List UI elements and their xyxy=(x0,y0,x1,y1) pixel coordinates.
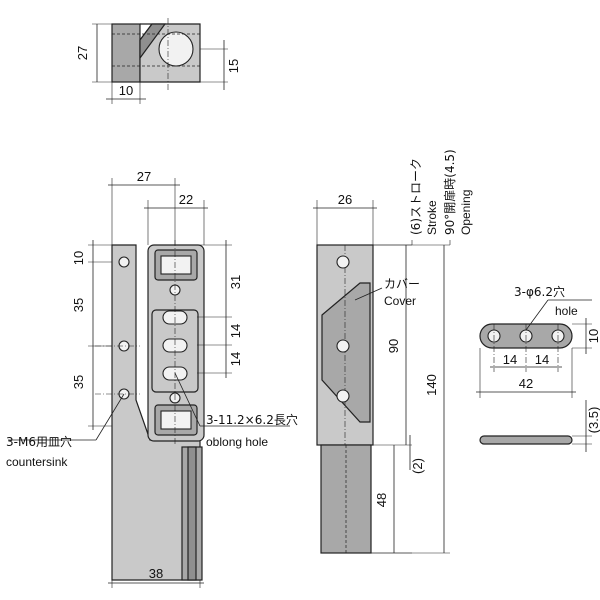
opening-label-jp: 90°開扉時(4.5) xyxy=(443,149,457,235)
hole-label-en: hole xyxy=(555,304,578,318)
dim-top-offset: 10 xyxy=(119,83,133,98)
dim-front-pitch2: 35 xyxy=(71,375,86,389)
dim-front-14b: 14 xyxy=(228,352,243,366)
thin-plate: (3.5) xyxy=(479,400,600,452)
dim-front-inner: 22 xyxy=(179,192,193,207)
dim-side-width: 26 xyxy=(338,192,352,207)
dim-hole-10: 10 xyxy=(586,329,600,343)
dim-front-bottom-width: 38 xyxy=(149,566,163,581)
countersink-label-en: countersink xyxy=(6,455,68,469)
side-view: 26 90 48 (2) 140 カバー Cover xyxy=(313,192,451,554)
dim-hole-42: 42 xyxy=(519,376,533,391)
dim-side-2: (2) xyxy=(410,458,425,474)
dim-side-140: 140 xyxy=(424,374,439,396)
countersink-label-jp: 3-M6用皿穴 xyxy=(6,434,72,449)
dim-hole-14a: 14 xyxy=(503,352,517,367)
oblong-label-jp: 3-11.2×6.2長穴 xyxy=(206,412,298,427)
dim-side-90: 90 xyxy=(386,339,401,353)
dim-side-48: 48 xyxy=(374,493,389,507)
cover-label-en: Cover xyxy=(384,294,416,308)
stroke-label-jp: (6)ストローク xyxy=(409,158,423,235)
dim-front-pitch1: 35 xyxy=(71,298,86,312)
dim-front-31: 31 xyxy=(228,275,243,289)
dim-top-right: 15 xyxy=(226,59,241,73)
dim-hole-14b: 14 xyxy=(535,352,549,367)
stroke-label-en: Stroke xyxy=(425,200,439,235)
hole-plate: 14 14 42 10 3-φ6.2穴 hole xyxy=(476,284,600,398)
dim-front-width: 27 xyxy=(137,169,151,184)
dim-front-14a: 14 xyxy=(228,324,243,338)
dim-top-height: 27 xyxy=(75,46,90,60)
front-view: 27 22 10 35 35 31 14 14 38 3-M6用皿穴 count… xyxy=(6,169,298,588)
top-view: 27 10 15 xyxy=(75,18,241,104)
dim-front-top: 10 xyxy=(71,251,86,265)
oblong-label-en: oblong hole xyxy=(206,435,268,449)
dim-hole-thk: (3.5) xyxy=(586,407,600,434)
cover-label-jp: カバー xyxy=(384,277,420,291)
opening-label-en: Opening xyxy=(459,190,473,235)
hole-label-jp: 3-φ6.2穴 xyxy=(514,284,565,299)
